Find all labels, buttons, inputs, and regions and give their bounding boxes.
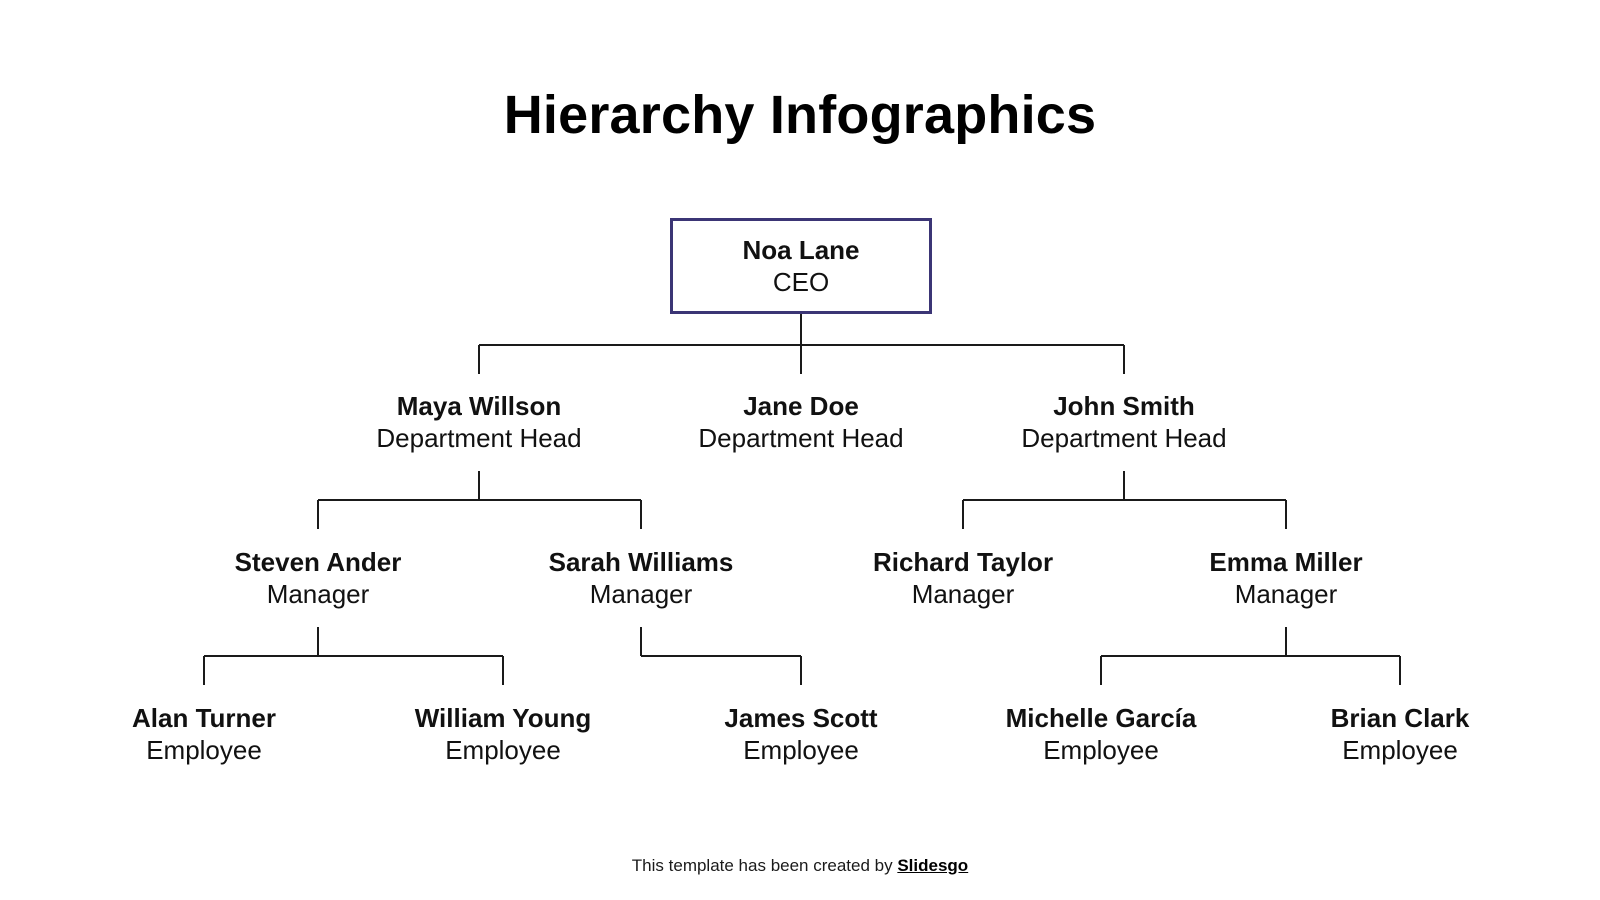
node-name: William Young bbox=[414, 703, 592, 733]
node-employee: Michelle García Employee bbox=[961, 702, 1241, 766]
node-role: CEO bbox=[772, 267, 830, 297]
node-role: Manager bbox=[266, 579, 370, 609]
node-name: Noa Lane bbox=[742, 235, 860, 265]
node-name: Michelle García bbox=[1005, 703, 1197, 733]
node-name: Steven Ander bbox=[234, 547, 402, 577]
node-role: Manager bbox=[911, 579, 1015, 609]
node-name: Sarah Williams bbox=[548, 547, 734, 577]
node-name: Jane Doe bbox=[743, 391, 859, 421]
node-name: John Smith bbox=[1053, 391, 1195, 421]
node-role: Employee bbox=[1342, 735, 1458, 765]
node-role: Department Head bbox=[1021, 423, 1227, 453]
node-name: Brian Clark bbox=[1330, 703, 1470, 733]
slidesgo-link[interactable]: Slidesgo bbox=[897, 856, 969, 875]
node-role: Employee bbox=[1043, 735, 1159, 765]
node-role: Employee bbox=[445, 735, 561, 765]
node-role: Employee bbox=[743, 735, 859, 765]
ceo-box bbox=[670, 218, 932, 314]
node-role: Employee bbox=[146, 735, 262, 765]
node-department-head: Jane Doe Department Head bbox=[661, 390, 941, 454]
slide-title: Hierarchy Infographics bbox=[503, 85, 1097, 145]
node-employee: Alan Turner Employee bbox=[64, 702, 344, 766]
node-manager: Steven Ander Manager bbox=[178, 546, 458, 610]
node-manager: Sarah Williams Manager bbox=[501, 546, 781, 610]
node-role: Department Head bbox=[376, 423, 582, 453]
node-department-head: Maya Willson Department Head bbox=[339, 390, 619, 454]
node-role: Department Head bbox=[698, 423, 904, 453]
node-name: Alan Turner bbox=[132, 703, 276, 733]
node-name: Maya Willson bbox=[396, 391, 562, 421]
node-manager: Richard Taylor Manager bbox=[823, 546, 1103, 610]
node-employee: William Young Employee bbox=[363, 702, 643, 766]
footer-credit: This template has been created by Slides… bbox=[0, 856, 1600, 876]
node-role: Manager bbox=[1234, 579, 1338, 609]
node-name: James Scott bbox=[724, 703, 878, 733]
node-manager: Emma Miller Manager bbox=[1146, 546, 1426, 610]
node-name: Emma Miller bbox=[1209, 547, 1363, 577]
node-department-head: John Smith Department Head bbox=[984, 390, 1264, 454]
node-role: Manager bbox=[589, 579, 693, 609]
node-name: Richard Taylor bbox=[872, 547, 1054, 577]
node-ceo: Noa Lane CEO bbox=[661, 234, 941, 298]
footer-text: This template has been created by bbox=[631, 856, 898, 875]
node-employee: Brian Clark Employee bbox=[1260, 702, 1540, 766]
node-employee: James Scott Employee bbox=[661, 702, 941, 766]
